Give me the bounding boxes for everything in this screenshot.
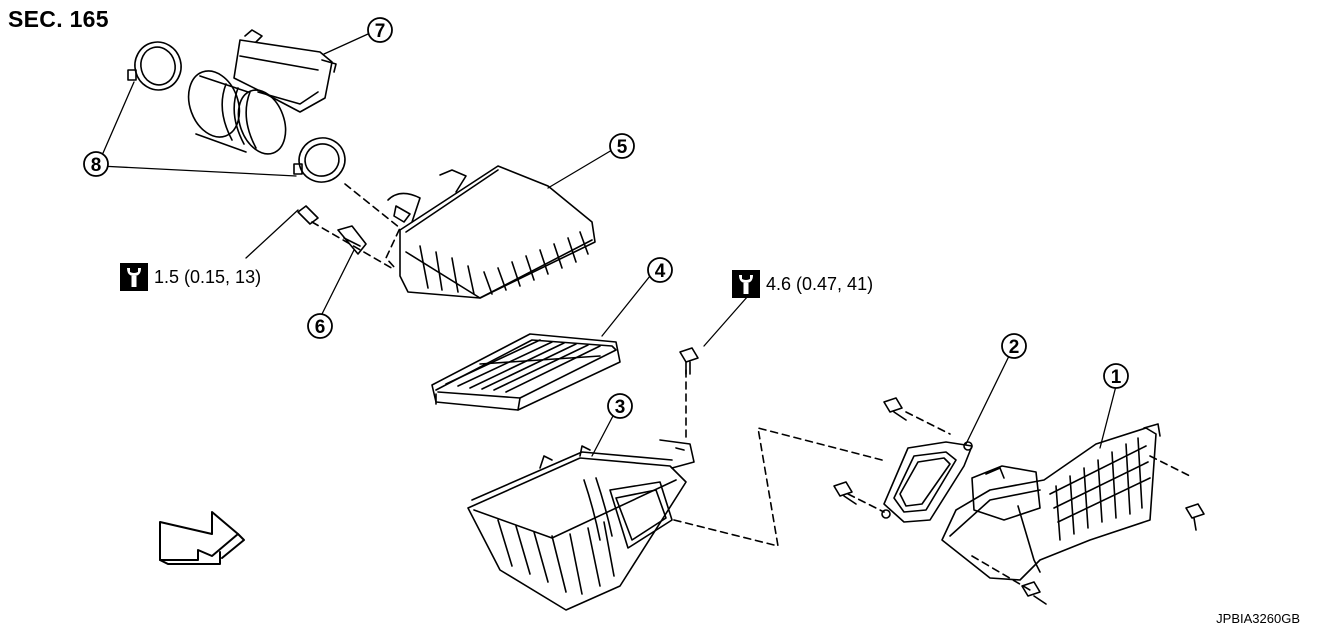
guide-lines-lower xyxy=(673,369,1191,591)
svg-text:7: 7 xyxy=(375,21,386,42)
drawing-code: JPBIA3260GB xyxy=(1216,611,1300,626)
part-7-air-duct xyxy=(187,29,337,155)
callout-5: 5 xyxy=(609,133,635,159)
callout-8: 8 xyxy=(83,151,109,177)
svg-text:5: 5 xyxy=(617,137,628,158)
torque-wrench-icon xyxy=(732,270,760,298)
svg-text:2: 2 xyxy=(1009,337,1020,358)
leader-lines xyxy=(99,33,1117,457)
guide-lines-upper xyxy=(311,183,401,271)
callout-1: 1 xyxy=(1103,363,1129,389)
clips xyxy=(833,397,1205,605)
torque-spec-1: 1.5 (0.15, 13) xyxy=(120,263,261,291)
part-8-clamps xyxy=(127,41,346,183)
torque-wrench-icon xyxy=(120,263,148,291)
svg-text:8: 8 xyxy=(91,155,102,176)
part-1-inlet-duct xyxy=(941,423,1161,581)
svg-text:3: 3 xyxy=(615,397,626,418)
svg-text:1: 1 xyxy=(1111,367,1122,388)
torque-spec-2: 4.6 (0.47, 41) xyxy=(732,270,873,298)
part-5-upper-case xyxy=(387,165,596,299)
callout-6: 6 xyxy=(307,313,333,339)
torque-value-1: 1.5 (0.15, 13) xyxy=(154,266,262,287)
part-3-lower-case xyxy=(467,439,695,611)
bolt-part-3 xyxy=(679,347,699,375)
callout-2: 2 xyxy=(1001,333,1027,359)
svg-text:6: 6 xyxy=(315,317,326,338)
callout-4: 4 xyxy=(647,257,673,283)
section-label: SEC. 165 xyxy=(8,6,109,32)
part-4-filter xyxy=(431,333,621,411)
part-6-bolt xyxy=(297,205,367,255)
front-direction-arrow-icon xyxy=(159,511,245,565)
callouts: 7 5 4 3 2 1 6 8 xyxy=(83,17,1129,419)
part-2-seal xyxy=(881,441,973,523)
callout-7: 7 xyxy=(367,17,393,43)
svg-text:4: 4 xyxy=(655,261,666,282)
callout-3: 3 xyxy=(607,393,633,419)
torque-value-2: 4.6 (0.47, 41) xyxy=(766,273,874,294)
